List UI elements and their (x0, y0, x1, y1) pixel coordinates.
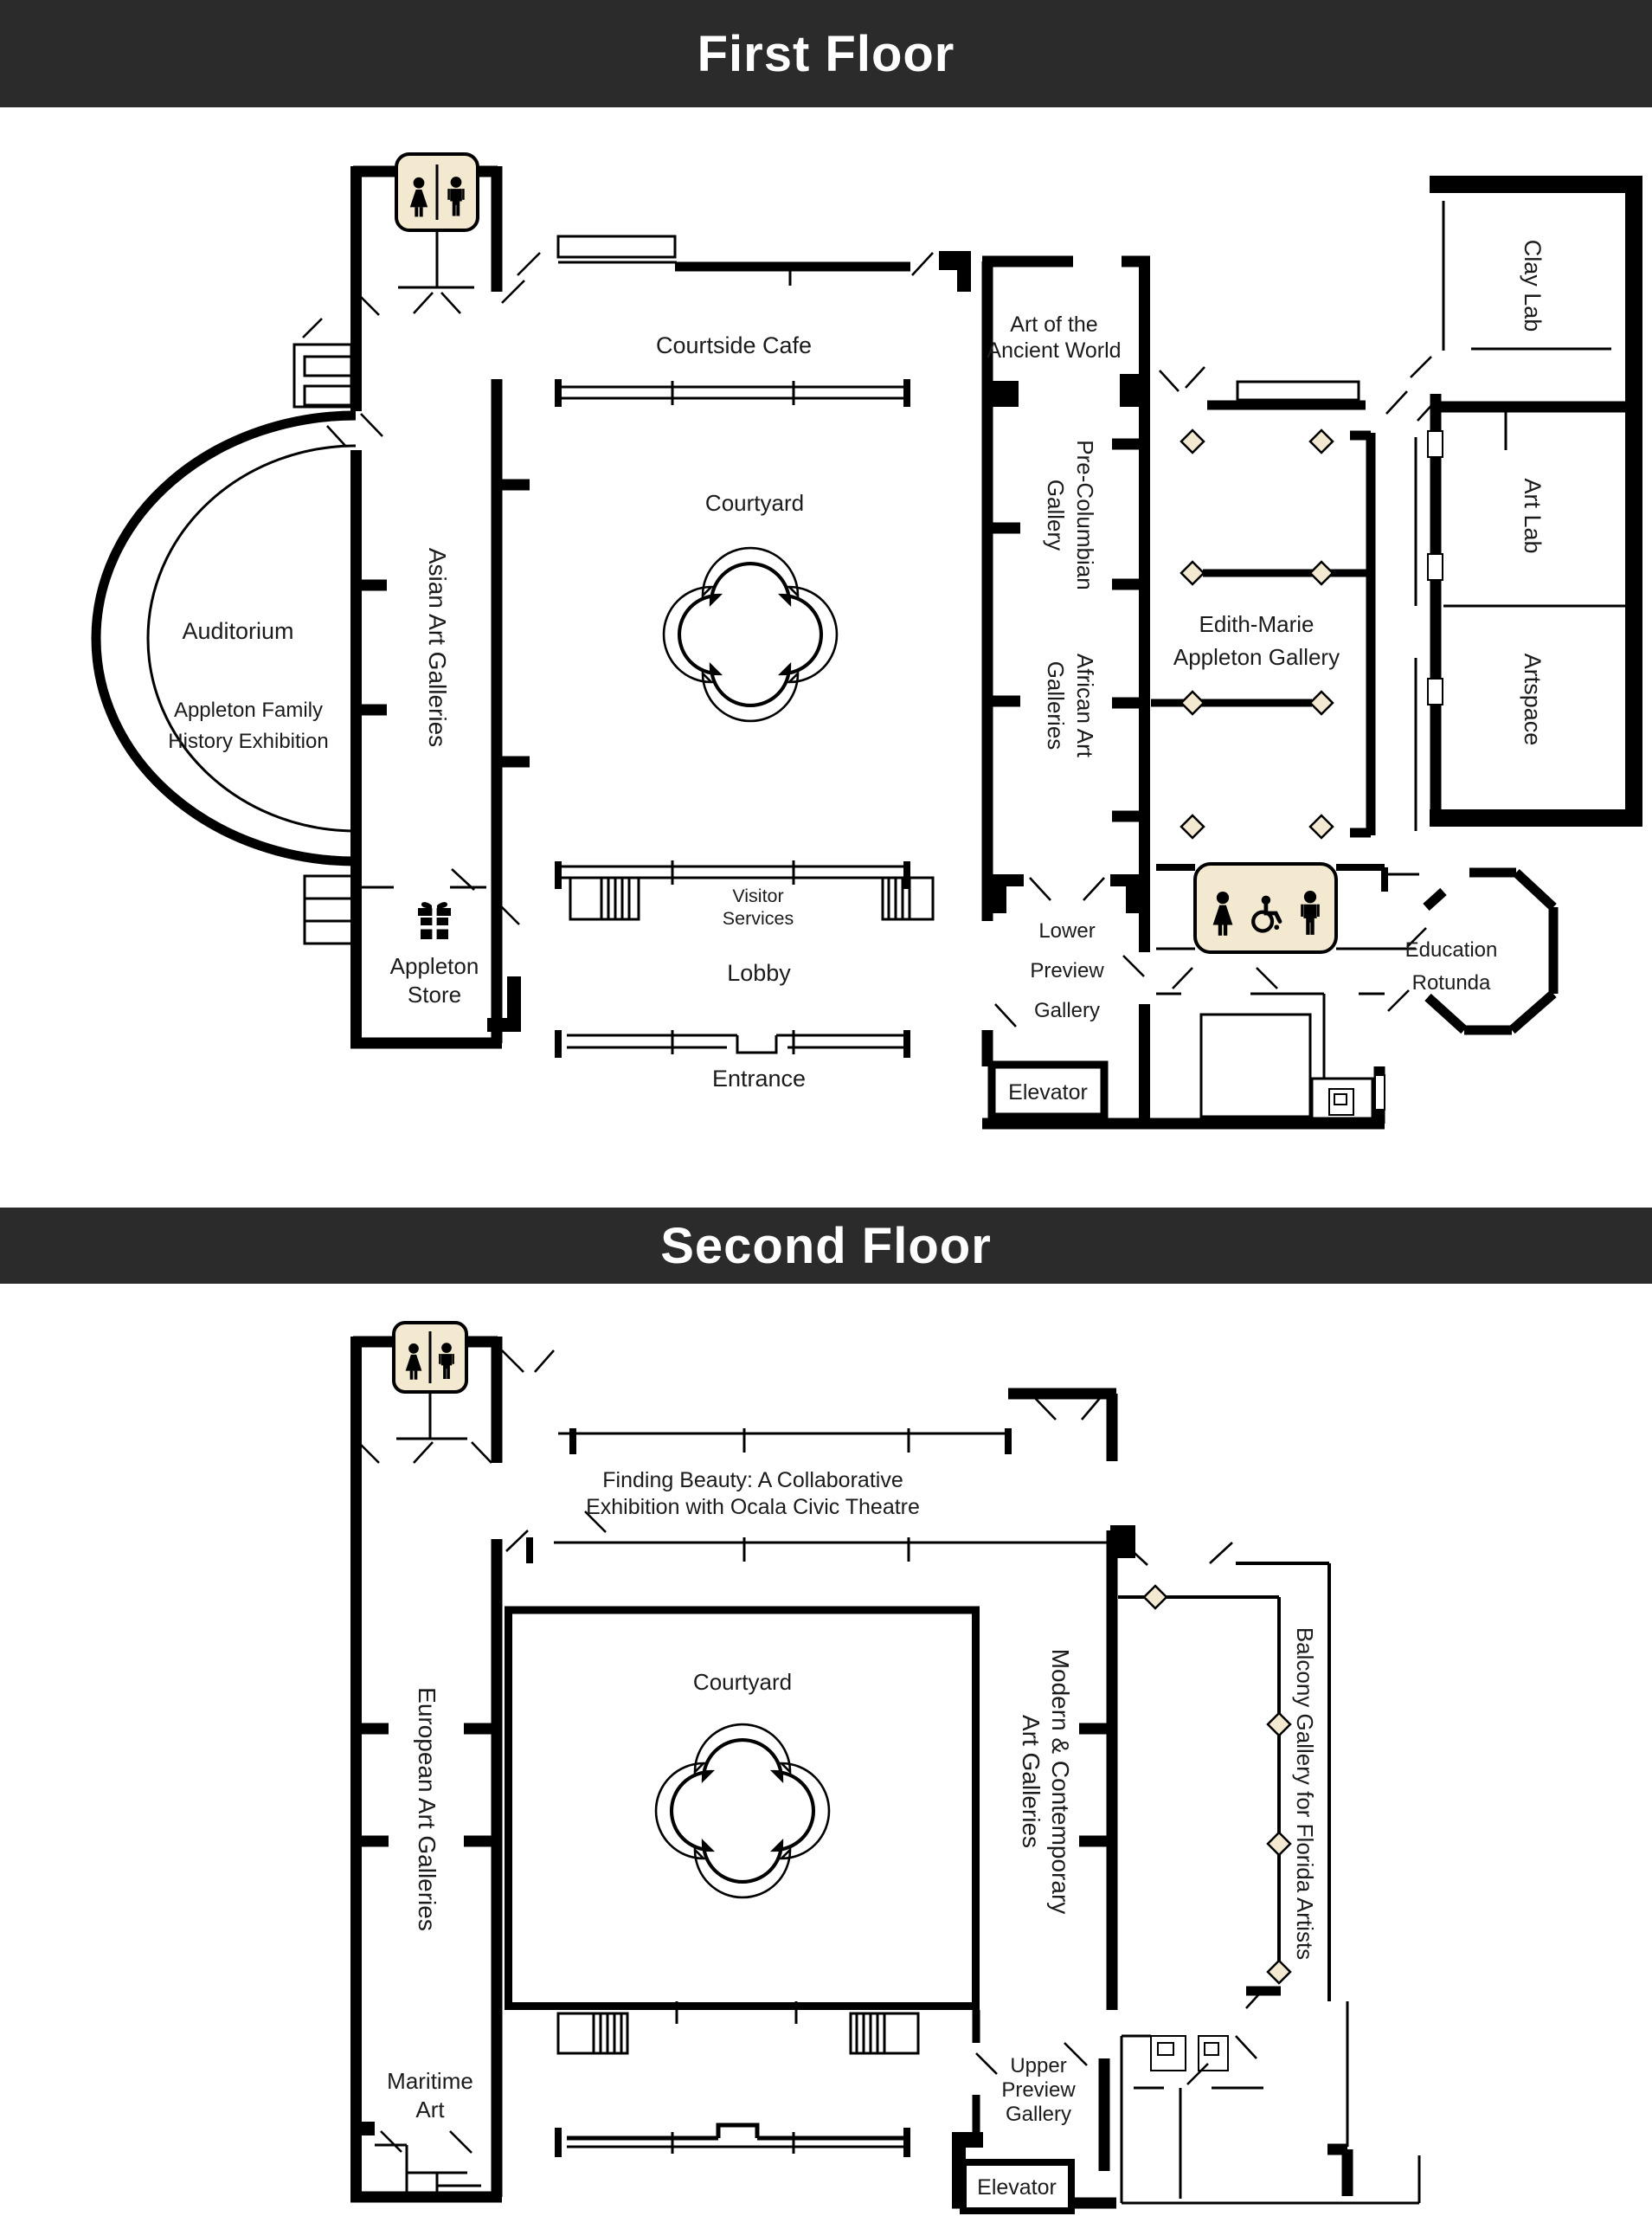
courtyard-fountain (664, 548, 837, 721)
f1-labels: Courtside Cafe Art of the Ancient World … (168, 240, 1546, 1092)
f1-door-marks (302, 252, 1437, 1027)
label-upper-preview-2: Preview (1001, 2078, 1076, 2102)
elevator-second-floor: Elevator (960, 2159, 1075, 2214)
label-upper-preview-3: Gallery (1006, 2103, 1071, 2126)
label-lower-preview-2: Preview (1030, 959, 1104, 982)
f2-door-marks (357, 1350, 1266, 2154)
label-courtyard: Courtyard (705, 490, 804, 516)
label-finding-beauty-1: Finding Beauty: A Collaborative (602, 1468, 903, 1492)
label-visitor-services-2: Services (723, 908, 794, 929)
second-floor-title: Second Floor (660, 1217, 992, 1274)
elevator-label: Elevator (1008, 1080, 1088, 1105)
label-artspace: Artspace (1520, 654, 1546, 746)
label-appleton-store-1: Appleton (390, 953, 479, 979)
label-auditorium: Auditorium (182, 618, 293, 644)
label-finding-beauty-2: Exhibition with Ocala Civic Theatre (586, 1495, 920, 1519)
f1-restroom-rooms (1199, 1013, 1374, 1120)
f2-column-markers (1142, 1584, 1292, 1985)
f2-restroom-fixtures (1150, 2035, 1229, 2071)
first-floor-banner: First Floor (0, 0, 1652, 107)
label-edith-marie-2: Appleton Gallery (1173, 644, 1340, 670)
label-modern-2: Art Galleries (1018, 1715, 1045, 1848)
label-balcony-gallery: Balcony Gallery for Florida Artists (1292, 1627, 1318, 1960)
label-courtside-cafe: Courtside Cafe (656, 332, 812, 358)
label-education-rotunda-1: Education (1405, 938, 1498, 962)
label-clay-lab: Clay Lab (1520, 240, 1546, 332)
label-art-ancient-2: Ancient World (987, 338, 1121, 363)
f1-lobby-stairs (569, 876, 935, 921)
f2-walls-thin (375, 1392, 1421, 2205)
label-courtyard-2: Courtyard (693, 1669, 792, 1695)
label-lobby: Lobby (727, 960, 791, 986)
label-african-2: Galleries (1043, 661, 1069, 750)
f2-courtyard-stairs (556, 2012, 920, 2055)
restroom-sign-lower (1193, 862, 1338, 954)
courtyard-fountain (656, 1724, 829, 1897)
first-floor-title: First Floor (697, 25, 955, 82)
label-pre-columbian-1: Pre-Columbian (1072, 440, 1098, 589)
label-asian-galleries: Asian Art Galleries (424, 548, 451, 747)
label-education-rotunda-2: Rotunda (1412, 971, 1491, 995)
label-visitor-services-1: Visitor (732, 886, 783, 906)
f1-walls-thick (91, 165, 1642, 1130)
label-appleton-family-1: Appleton Family (174, 699, 323, 722)
label-european-galleries: European Art Galleries (414, 1687, 440, 1931)
f2-labels: Finding Beauty: A Collaborative Exhibiti… (387, 1468, 1318, 2126)
label-modern-1: Modern & Contemporary (1047, 1649, 1074, 1915)
second-floor-plan: Elevator Finding Beauty: A Collaborative… (350, 1321, 1421, 2214)
label-maritime-1: Maritime (387, 2068, 473, 2094)
label-edith-marie-1: Edith-Marie (1199, 611, 1315, 637)
label-appleton-family-2: History Exhibition (168, 730, 328, 753)
f1-auditorium-stairs (292, 343, 355, 945)
f1-walls-thin (146, 201, 1630, 1120)
label-lower-preview-1: Lower (1038, 919, 1095, 943)
label-art-lab: Art Lab (1520, 478, 1546, 553)
label-upper-preview-1: Upper (1010, 2054, 1066, 2078)
second-floor-banner: Second Floor (0, 1208, 1652, 1284)
label-maritime-2: Art (415, 2097, 445, 2123)
label-pre-columbian-2: Gallery (1043, 480, 1069, 551)
restroom-sign-first-floor (395, 152, 479, 232)
label-appleton-store-2: Store (408, 982, 461, 1008)
label-entrance: Entrance (712, 1066, 806, 1092)
elevator-label: Elevator (977, 2175, 1057, 2200)
restroom-sign-second-floor (392, 1321, 468, 1394)
label-lower-preview-3: Gallery (1034, 999, 1100, 1022)
elevator-first-floor: Elevator (987, 1060, 1109, 1121)
gift-icon (418, 902, 451, 939)
first-floor-plan: Elevator Courtside Cafe Art of the Ancie… (91, 152, 1642, 1130)
label-art-ancient-1: Art of the (1010, 312, 1097, 337)
label-african-1: African Art (1072, 654, 1098, 758)
